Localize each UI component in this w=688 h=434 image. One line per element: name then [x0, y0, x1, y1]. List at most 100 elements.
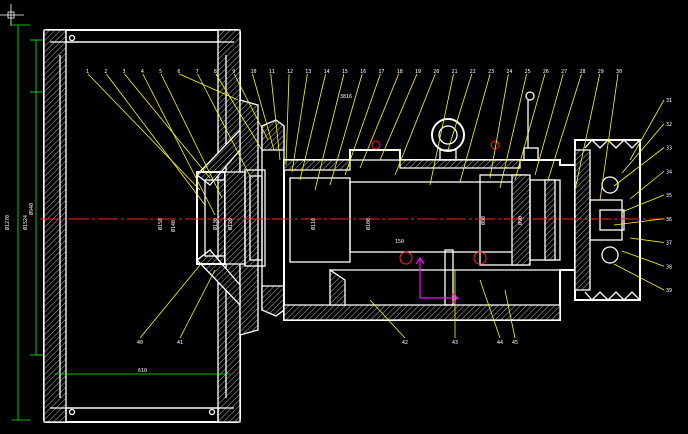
dim-left-outer: Ø1270: [4, 215, 11, 230]
callout-label: 29: [598, 69, 604, 75]
callout-label: 28: [579, 69, 585, 75]
callout-label: 40: [137, 340, 143, 346]
callout-label: 5: [159, 69, 162, 75]
leader-line: [344, 73, 381, 176]
callout-label: 18: [397, 69, 403, 75]
callout-label: 8: [214, 69, 217, 75]
dim-bore-f: Ø100: [365, 218, 372, 230]
leader-line: [574, 73, 601, 191]
leader-line: [197, 73, 251, 177]
callout-label: 20: [433, 69, 439, 75]
dim-right-b: Ø90: [517, 216, 524, 225]
callout-label: 41: [177, 340, 183, 346]
dim-bore-b: Ø140: [170, 220, 177, 232]
left-dimension-lines: [12, 24, 45, 421]
callout-label: 17: [378, 69, 384, 75]
dim-bore-c: Ø130: [212, 218, 219, 230]
callout-label: 36: [666, 217, 672, 223]
leader-line: [613, 218, 665, 226]
leader-line: [142, 73, 216, 216]
callout-label: 44: [497, 340, 503, 346]
leader-line: [629, 170, 665, 200]
leader-line: [394, 73, 436, 176]
leader-line: [599, 73, 619, 201]
callout-label: 12: [287, 69, 293, 75]
callout-label: 1: [86, 69, 89, 75]
callout-label: 31: [666, 98, 672, 104]
hub-section: [196, 99, 285, 336]
leader-line: [621, 194, 665, 213]
callout-label: 23: [488, 69, 494, 75]
leader-line: [359, 73, 400, 169]
leader-line: [447, 73, 473, 151]
leader-line: [179, 73, 239, 101]
callout-label: 6: [177, 69, 180, 75]
callout-label: 3: [123, 69, 126, 75]
callout-label: 16: [360, 69, 366, 75]
leader-line: [314, 73, 345, 191]
callout-label: 32: [666, 122, 672, 128]
leader-line: [124, 73, 211, 179]
leader-line: [547, 73, 582, 181]
leader-line: [285, 73, 290, 166]
callout-label: 14: [324, 69, 330, 75]
leader-line: [233, 73, 269, 141]
callout-label: 37: [666, 241, 672, 247]
callout-label: 43: [452, 340, 458, 346]
leader-line: [291, 73, 308, 173]
leader-line: [613, 263, 665, 291]
leader-line: [459, 73, 491, 183]
ucs-axis-icon: [415, 256, 460, 303]
dim-width-bottom: 610: [138, 368, 147, 374]
dim-left-mid: Ø1524: [22, 215, 29, 230]
leader-line: [629, 237, 665, 243]
leader-line: [329, 73, 363, 186]
callout-label: 7: [196, 69, 199, 75]
callout-label: 24: [506, 69, 512, 75]
dim-shaft-len: 150: [395, 239, 404, 245]
leader-line: [621, 250, 665, 267]
leader-line: [139, 264, 201, 339]
dim-left-inner: Ø940: [28, 203, 35, 215]
callout-label: 15: [342, 69, 348, 75]
callout-label: 34: [666, 169, 672, 175]
callout-label: 13: [305, 69, 311, 75]
callout-label: 35: [666, 193, 672, 199]
leader-line: [499, 73, 528, 189]
leader-line: [429, 73, 454, 186]
callout-label: 39: [666, 288, 672, 294]
leader-line: [514, 73, 546, 181]
leader-line: [479, 279, 501, 339]
callout-label: 4: [141, 69, 144, 75]
leader-line: [489, 73, 509, 179]
leader-line: [299, 73, 326, 181]
leader-line: [215, 73, 263, 151]
leader-line: [179, 269, 216, 339]
callout-label: 26: [543, 69, 549, 75]
dim-bore-d: Ø120: [227, 218, 234, 230]
callout-label: 21: [452, 69, 458, 75]
leader-line: [87, 73, 201, 191]
callout-label: 25: [525, 69, 531, 75]
leader-line: [379, 73, 418, 161]
pulley-section: [523, 91, 641, 301]
callout-label: 42: [402, 340, 408, 346]
leader-line: [504, 289, 516, 339]
leader-line: [270, 73, 281, 161]
callout-label: 19: [415, 69, 421, 75]
leader-line: [252, 73, 275, 151]
leader-line: [105, 73, 206, 206]
callout-label: 45: [512, 340, 518, 346]
drum-section: [43, 29, 241, 423]
dim-bore-e: Ø110: [310, 218, 317, 230]
callout-label: 22: [470, 69, 476, 75]
callout-label: 10: [250, 69, 256, 75]
callout-label: 2: [104, 69, 107, 75]
leader-line: [629, 99, 665, 161]
leader-line: [369, 299, 406, 339]
leader-line: [621, 123, 665, 174]
dim-bore-a: Ø150: [157, 218, 164, 230]
oil-holes: [371, 140, 500, 265]
